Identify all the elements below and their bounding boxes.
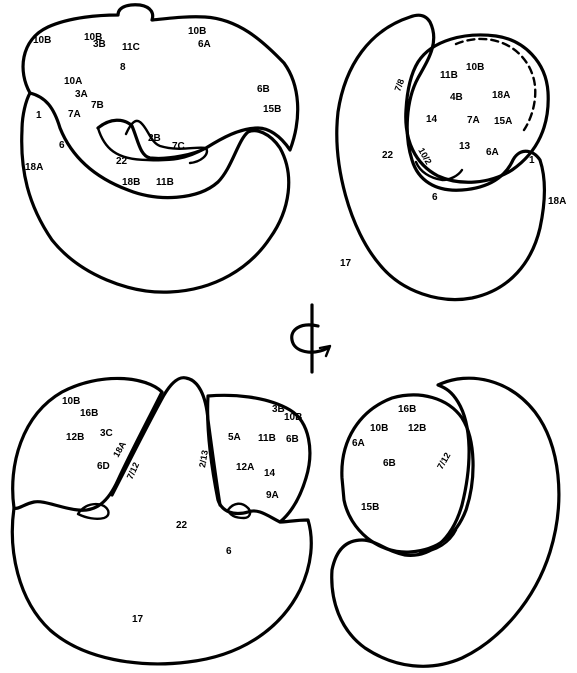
rotation-axis-icon <box>292 305 330 372</box>
top-left-lower-body <box>22 93 289 292</box>
top-left-view: 10B 10B 3B 11C 10B 6A 8 10A 3A 7B 7A 6 1… <box>22 5 298 292</box>
label-18a-outer: 18A <box>548 196 566 207</box>
label-6a: 6A <box>198 39 211 50</box>
label-18a: 18A <box>111 439 128 459</box>
label-7-8: 7/8 <box>392 78 406 93</box>
label-1: 1 <box>529 155 535 166</box>
label-18a-inner: 18A <box>492 90 510 101</box>
label-22: 22 <box>176 520 188 531</box>
label-6: 6 <box>226 546 232 557</box>
label-3a: 3A <box>75 89 88 100</box>
label-8: 8 <box>120 62 126 73</box>
label-18a: 18A <box>25 162 43 173</box>
label-3b: 3B <box>93 39 106 50</box>
label-12b: 12B <box>66 432 84 443</box>
label-4b: 4B <box>450 92 463 103</box>
label-10b-b: 10B <box>284 412 302 423</box>
label-15b: 15B <box>361 502 379 513</box>
label-3c: 3C <box>100 428 113 439</box>
label-6a: 6A <box>486 147 499 158</box>
label-22: 22 <box>382 150 394 161</box>
top-right-view: 7/8 10/2 11B 10B 4B 18A 14 7A 15A 13 6A … <box>337 15 567 299</box>
label-17: 17 <box>340 258 352 269</box>
label-6d: 6D <box>97 461 110 472</box>
bottom-right-view: 16B 10B 12B 6A 6B 15B 7/12 <box>332 378 559 666</box>
label-15b: 15B <box>263 104 281 115</box>
label-10b: 10B <box>370 423 388 434</box>
label-10b-a: 10B <box>33 35 51 46</box>
label-6b: 6B <box>257 84 270 95</box>
label-2-13: 2/13 <box>197 449 210 468</box>
label-16b: 16B <box>398 404 416 415</box>
label-10a: 10A <box>64 76 82 87</box>
label-3b: 3B <box>272 404 285 415</box>
label-12b: 12B <box>408 423 426 434</box>
label-6b: 6B <box>286 434 299 445</box>
label-6a: 6A <box>352 438 365 449</box>
label-12a: 12A <box>236 462 254 473</box>
label-22: 22 <box>116 156 128 167</box>
label-15a: 15A <box>494 116 512 127</box>
label-11c: 11C <box>122 42 140 53</box>
label-16b: 16B <box>80 408 98 419</box>
label-10b-c: 10B <box>188 26 206 37</box>
label-5a: 5A <box>228 432 241 443</box>
bottom-left-view: 10B 16B 12B 3C 18A 6D 7/12 2/13 3B 10B 5… <box>12 378 311 664</box>
label-7a: 7A <box>467 115 480 126</box>
label-17: 17 <box>132 614 144 625</box>
label-7-12: 7/12 <box>435 451 452 471</box>
label-10b-a: 10B <box>62 396 80 407</box>
label-10b: 10B <box>466 62 484 73</box>
bottom-left-lower-body <box>12 508 311 664</box>
label-1: 1 <box>36 110 42 121</box>
label-6: 6 <box>59 140 65 151</box>
label-18b: 18B <box>122 177 140 188</box>
label-6b: 6B <box>383 458 396 469</box>
label-7c: 7C <box>172 141 185 152</box>
label-10-2: 10/2 <box>416 146 433 166</box>
label-14: 14 <box>264 468 276 479</box>
label-9a: 9A <box>266 490 279 501</box>
label-11b: 11B <box>156 177 174 188</box>
bottom-left-central-peak <box>112 378 220 505</box>
label-6: 6 <box>432 192 438 203</box>
label-7a: 7A <box>68 109 81 120</box>
label-11b: 11B <box>258 433 276 444</box>
label-7b: 7B <box>91 100 104 111</box>
bottom-right-crescent <box>332 378 559 666</box>
label-2b: 2B <box>148 133 161 144</box>
label-11b: 11B <box>440 70 458 81</box>
top-right-crescent <box>337 15 545 299</box>
label-14: 14 <box>426 114 438 125</box>
label-13: 13 <box>459 141 471 152</box>
